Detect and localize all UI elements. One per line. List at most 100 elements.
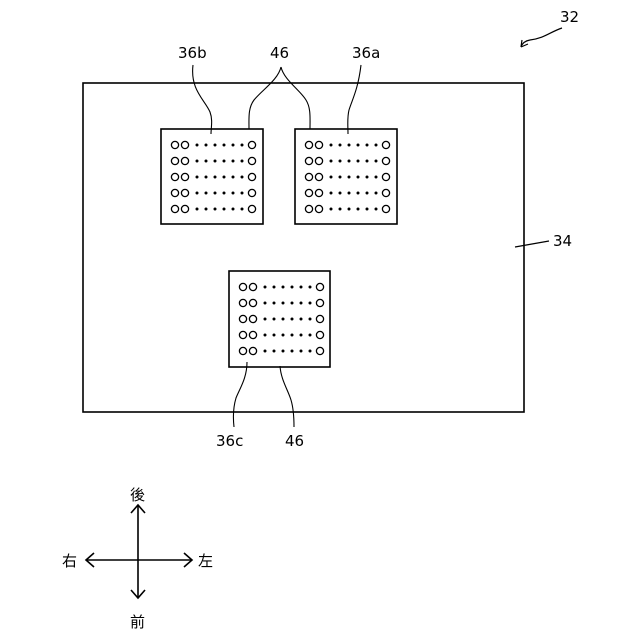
- pin-dot: [366, 160, 369, 163]
- pin-dot: [309, 318, 312, 321]
- pin-dot: [196, 144, 199, 147]
- pin-circle: [181, 173, 188, 180]
- pin-dot: [291, 302, 294, 305]
- pin-dot: [291, 318, 294, 321]
- pin-circle: [305, 189, 312, 196]
- pin-dot: [264, 350, 267, 353]
- pin-dot: [375, 144, 378, 147]
- pin-dot: [205, 176, 208, 179]
- pin-dot: [214, 192, 217, 195]
- pin-circle: [248, 189, 255, 196]
- pin-dot: [282, 302, 285, 305]
- pin-dot: [309, 334, 312, 337]
- pin-dot: [214, 176, 217, 179]
- pin-circle: [382, 189, 389, 196]
- label-board: 34: [553, 232, 572, 250]
- pin-circle: [249, 299, 256, 306]
- pin-dot: [264, 334, 267, 337]
- pin-dot: [357, 176, 360, 179]
- pin-dot: [232, 176, 235, 179]
- pin-circle: [249, 283, 256, 290]
- pin-dot: [223, 160, 226, 163]
- pin-circle: [181, 157, 188, 164]
- pin-dot: [330, 208, 333, 211]
- label-module-b: 36b: [178, 44, 207, 62]
- pin-dot: [273, 334, 276, 337]
- pin-circle: [316, 299, 323, 306]
- leader-board: [515, 241, 549, 247]
- pin-dot: [273, 318, 276, 321]
- module-36b: [161, 129, 263, 224]
- pin-circle: [315, 189, 322, 196]
- leader-module-c: [233, 362, 247, 427]
- pin-circle: [315, 173, 322, 180]
- pin-dot: [300, 302, 303, 305]
- pin-circle: [239, 299, 246, 306]
- pin-dot: [223, 208, 226, 211]
- pin-circle: [382, 157, 389, 164]
- pin-dot: [241, 208, 244, 211]
- pin-circle: [315, 157, 322, 164]
- pin-dot: [282, 286, 285, 289]
- leader-pins-top-right: [281, 67, 310, 129]
- pin-dot: [357, 192, 360, 195]
- pin-dot: [348, 160, 351, 163]
- pin-dot: [339, 176, 342, 179]
- pin-dot: [214, 160, 217, 163]
- direction-compass: [86, 505, 192, 598]
- pin-dot: [357, 144, 360, 147]
- pin-dot: [196, 208, 199, 211]
- pin-circle: [171, 205, 178, 212]
- pin-dot: [366, 208, 369, 211]
- pin-dot: [348, 192, 351, 195]
- pin-dot: [241, 176, 244, 179]
- label-pins-bottom: 46: [285, 432, 304, 450]
- pin-circle: [181, 189, 188, 196]
- pin-circle: [249, 331, 256, 338]
- pin-dot: [232, 160, 235, 163]
- direction-right: 右: [62, 552, 77, 570]
- pin-dot: [282, 350, 285, 353]
- pin-dot: [309, 350, 312, 353]
- label-pins-top: 46: [270, 44, 289, 62]
- direction-rear: 後: [130, 486, 145, 504]
- pin-dot: [196, 160, 199, 163]
- pin-circle: [248, 141, 255, 148]
- pin-dot: [300, 334, 303, 337]
- pin-circle: [249, 347, 256, 354]
- pin-dot: [205, 144, 208, 147]
- pin-dot: [232, 192, 235, 195]
- pin-circle: [248, 157, 255, 164]
- label-module-c: 36c: [216, 432, 243, 450]
- module-36a-pins: [305, 141, 389, 212]
- pin-dot: [309, 286, 312, 289]
- pin-dot: [282, 334, 285, 337]
- pin-circle: [316, 331, 323, 338]
- label-module-a: 36a: [352, 44, 380, 62]
- direction-front: 前: [130, 613, 145, 631]
- module-36b-pins: [171, 141, 255, 212]
- pin-circle: [305, 157, 312, 164]
- pin-dot: [348, 144, 351, 147]
- pin-dot: [300, 350, 303, 353]
- pin-dot: [205, 208, 208, 211]
- pin-dot: [264, 302, 267, 305]
- pin-dot: [196, 192, 199, 195]
- pin-dot: [348, 176, 351, 179]
- pin-dot: [205, 192, 208, 195]
- pin-circle: [249, 315, 256, 322]
- pin-dot: [273, 302, 276, 305]
- pin-dot: [205, 160, 208, 163]
- pin-circle: [248, 173, 255, 180]
- pin-dot: [375, 192, 378, 195]
- module-36c-pins: [239, 283, 323, 354]
- pin-dot: [232, 208, 235, 211]
- pin-circle: [382, 173, 389, 180]
- leader-module-a: [348, 65, 361, 134]
- pin-dot: [196, 176, 199, 179]
- pin-circle: [316, 315, 323, 322]
- pin-dot: [291, 286, 294, 289]
- pin-dot: [339, 144, 342, 147]
- pin-dot: [223, 144, 226, 147]
